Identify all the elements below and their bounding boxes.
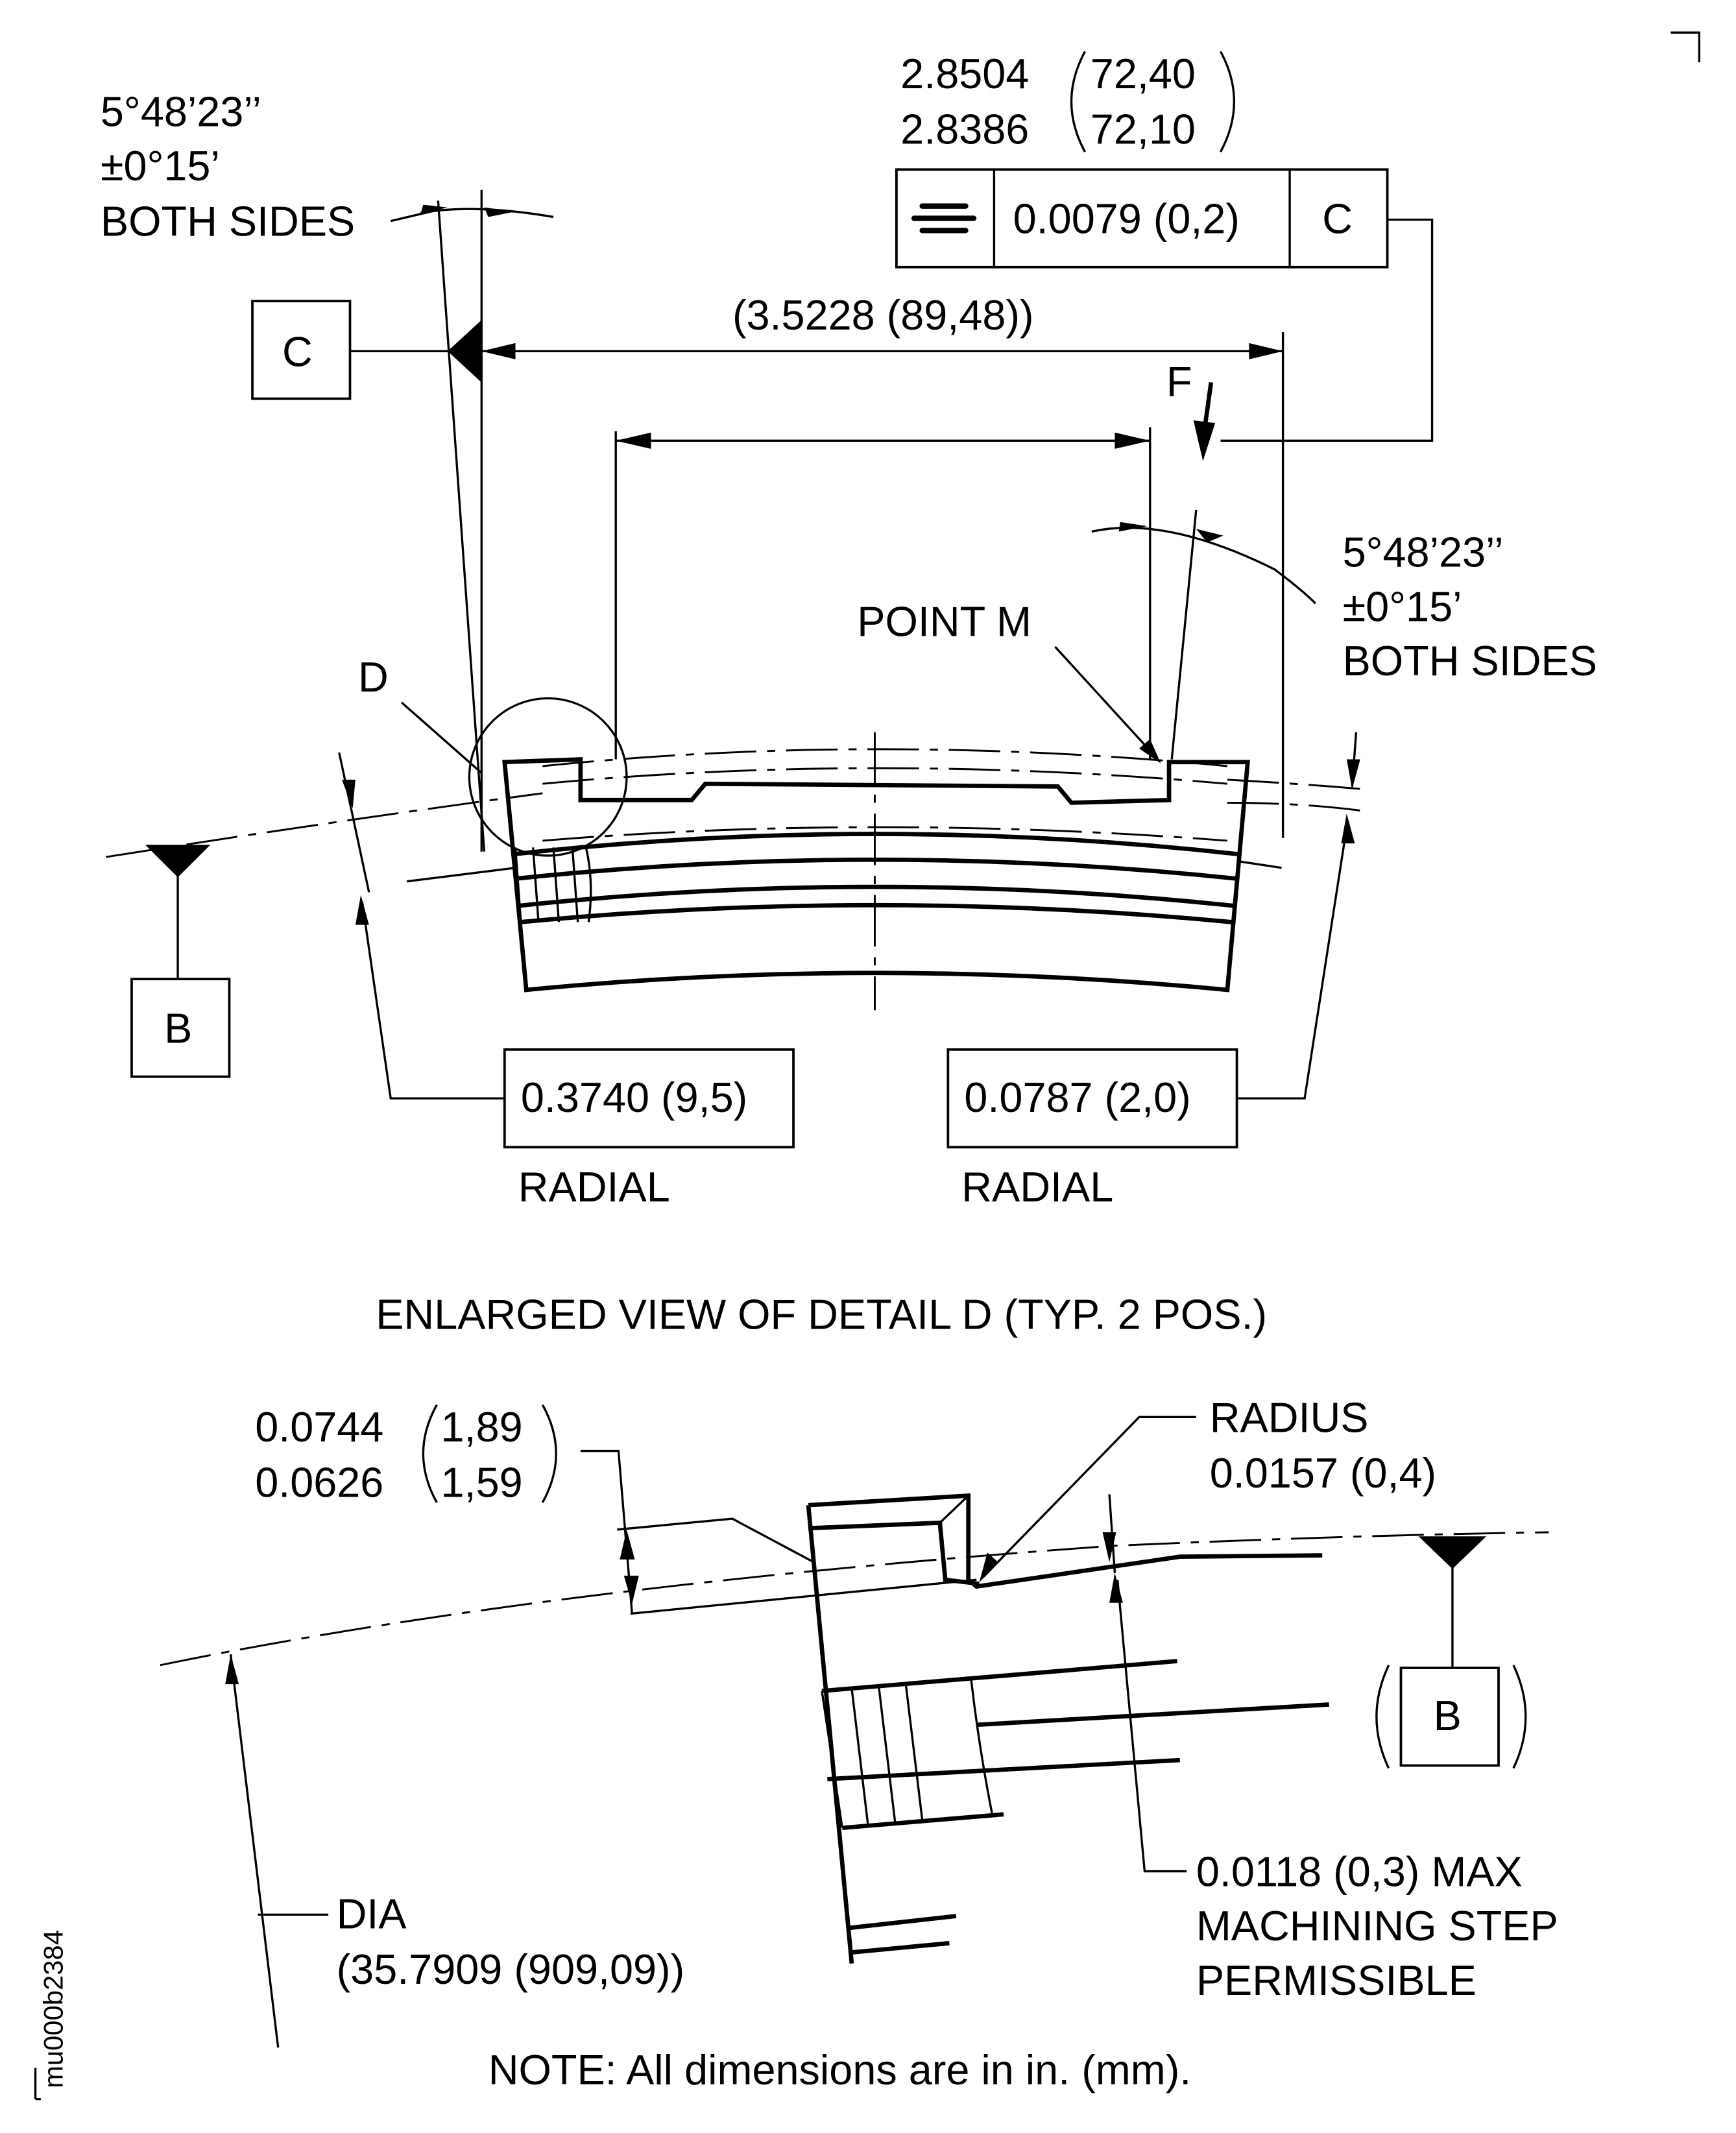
depth-lower-in: 0.0626	[255, 1459, 383, 1506]
fcf-datum: C	[1322, 195, 1353, 243]
feature-control-frame: 0.0079 (0,2) C	[895, 168, 1389, 269]
radial-right-value: 0.0787 (2,0)	[964, 1074, 1190, 1121]
left-angle-tolerance: ±0°15’	[101, 142, 220, 189]
datum-b-ref-label: B	[1434, 1692, 1462, 1739]
force-label: F	[1166, 357, 1192, 405]
right-angle-value: 5°48’23’’	[1343, 529, 1504, 576]
datum-b-label: B	[164, 1004, 192, 1052]
dia-value: (35.7909 (909,09))	[337, 1946, 685, 1993]
width-upper-mm: 72,40	[1091, 50, 1196, 97]
width-lower-in: 2.8386	[900, 106, 1029, 153]
detail-part	[806, 1493, 1329, 1964]
radius-label: RADIUS	[1210, 1393, 1369, 1441]
datum-b-box	[130, 978, 231, 1078]
left-angle-value: 5°48’23’’	[101, 88, 261, 135]
units-note: NOTE: All dimensions are in in. (mm).	[488, 2046, 1192, 2093]
datum-c-label: C	[282, 328, 313, 375]
radial-left-box	[503, 1048, 795, 1149]
width-lower-mm: 72,10	[1091, 106, 1196, 153]
drawing-id: mu000b2384	[38, 1930, 68, 2088]
radial-right-box	[946, 1048, 1238, 1149]
reference-width: (3.5228 (89,48))	[732, 291, 1034, 339]
width-upper-in: 2.8504	[900, 50, 1029, 97]
dia-label: DIA	[337, 1890, 407, 1937]
depth-upper-mm: 1,89	[441, 1403, 523, 1451]
right-angle-tolerance: ±0°15’	[1343, 583, 1462, 630]
datum-c-box	[251, 300, 352, 400]
point-m-label: POINT M	[857, 597, 1031, 645]
depth-lower-mm: 1,59	[441, 1459, 523, 1506]
left-angle-note: BOTH SIDES	[101, 198, 355, 245]
symmetry-icon	[911, 203, 977, 234]
step-line-2: MACHINING STEP	[1196, 1902, 1558, 1949]
corner-mark	[1670, 31, 1701, 63]
step-line-1: 0.0118 (0,3) MAX	[1196, 1848, 1523, 1896]
detail-d-circle	[468, 697, 628, 857]
radius-value: 0.0157 (0,4)	[1210, 1449, 1436, 1497]
depth-upper-in: 0.0744	[255, 1403, 383, 1451]
corner-mark	[34, 2067, 41, 2101]
radial-left-value: 0.3740 (9,5)	[521, 1074, 747, 1121]
detail-title: ENLARGED VIEW OF DETAIL D (TYP. 2 POS.)	[376, 1290, 1267, 1338]
radial-right-label: RADIAL	[961, 1163, 1113, 1211]
detail-d-label: D	[358, 653, 389, 701]
radial-left-label: RADIAL	[518, 1163, 670, 1211]
fcf-tolerance: 0.0079 (0,2)	[1013, 195, 1240, 243]
step-line-3: PERMISSIBLE	[1196, 1957, 1477, 2004]
datum-b-ref-box	[1399, 1667, 1500, 1767]
part-segment	[502, 732, 1250, 1011]
right-angle-note: BOTH SIDES	[1343, 637, 1597, 684]
